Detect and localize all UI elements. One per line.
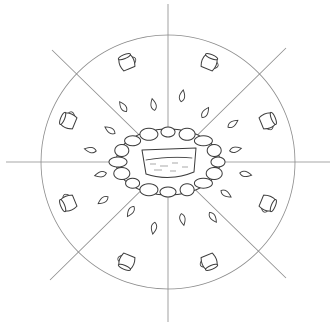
water-droplet <box>179 213 187 226</box>
water-droplet <box>229 146 242 154</box>
basin-stone <box>140 184 158 196</box>
basin-stone <box>161 127 175 137</box>
basin-stone <box>194 178 212 188</box>
jug <box>115 252 136 272</box>
water-droplet <box>207 211 218 224</box>
central-basin <box>109 127 225 197</box>
jug <box>117 51 138 71</box>
jug <box>198 252 219 272</box>
water-droplet <box>239 170 252 177</box>
jug <box>200 52 221 72</box>
water-droplet <box>200 106 211 119</box>
water-droplet <box>103 125 116 136</box>
water-droplet <box>117 100 128 113</box>
water-droplet <box>97 195 110 206</box>
jug <box>258 194 278 215</box>
basin-stone <box>207 145 221 157</box>
basin-stone <box>194 136 212 146</box>
basin-stone <box>126 178 140 188</box>
basin-stone <box>114 168 130 180</box>
water-droplet <box>150 222 157 235</box>
basin-stone <box>160 187 176 197</box>
water-droplet <box>226 118 239 129</box>
jug <box>258 111 278 132</box>
water-droplet <box>94 171 107 179</box>
basin-stone <box>109 157 127 167</box>
water-droplet <box>179 89 186 102</box>
basin-stone <box>211 157 225 167</box>
water-droplet <box>220 188 233 199</box>
basin-pool <box>142 148 196 178</box>
basin-stone <box>115 145 129 157</box>
basin-stone <box>206 168 222 180</box>
jug <box>58 109 78 130</box>
jug <box>57 192 77 213</box>
basin-stone <box>179 128 195 140</box>
water-droplet <box>125 205 136 218</box>
water-droplet <box>150 98 158 111</box>
basin-stone <box>180 184 194 196</box>
water-droplet <box>84 146 97 153</box>
basin-stone <box>140 128 158 140</box>
basin-stone <box>125 136 141 146</box>
